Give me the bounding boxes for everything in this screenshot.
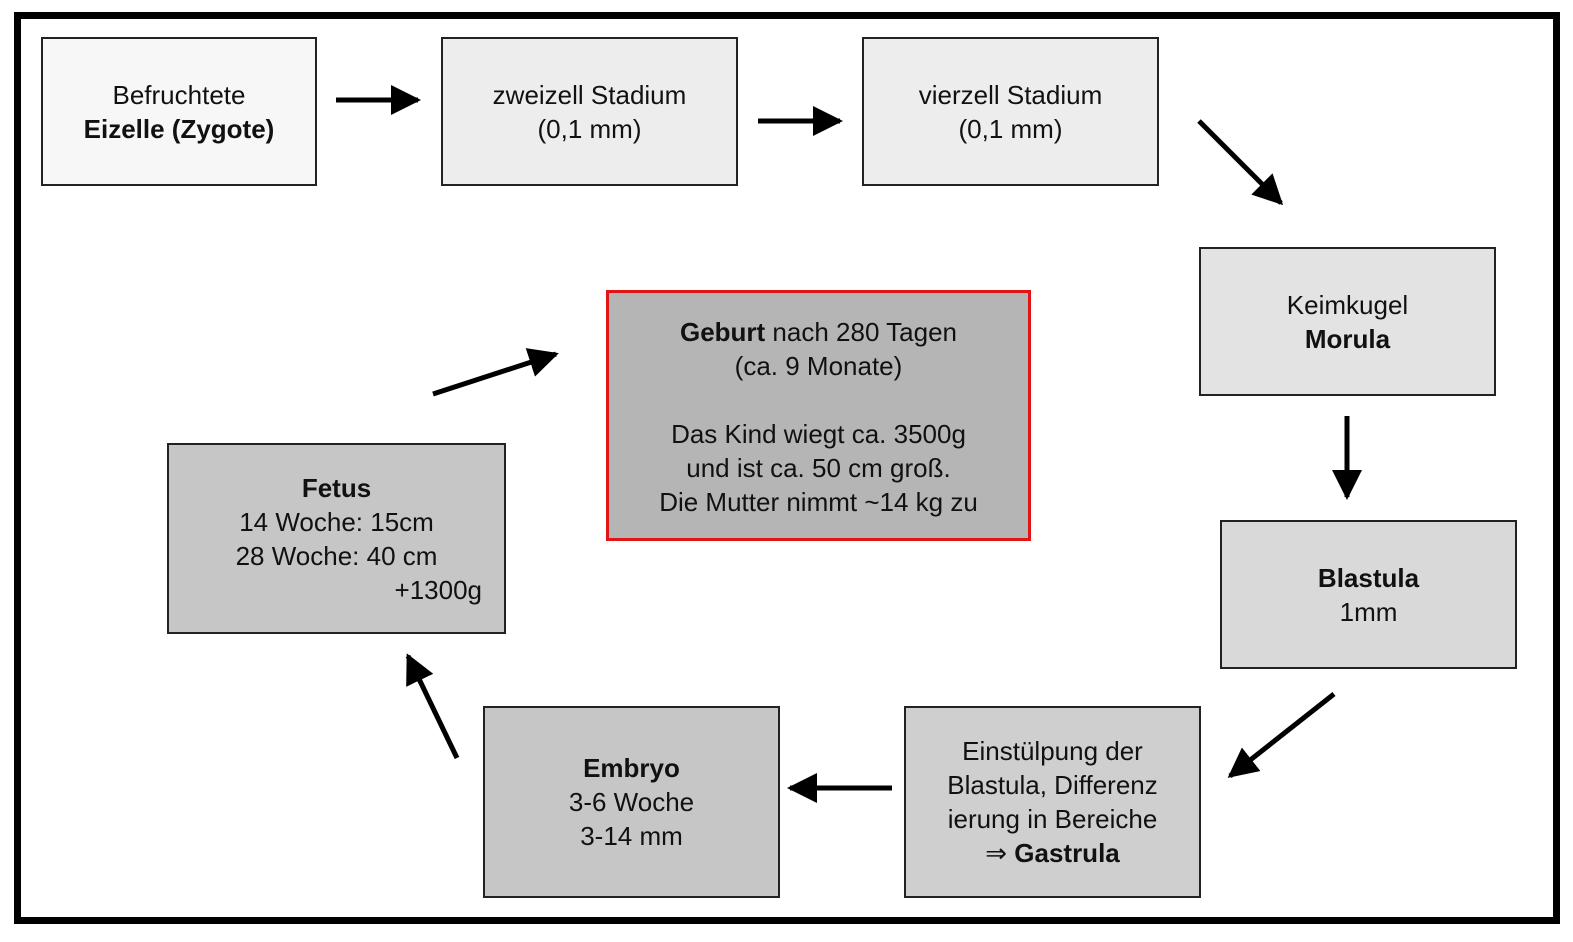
node-gastrula-line2: Blastula, Differenz: [947, 770, 1158, 800]
node-geburt-line5: Die Mutter nimmt ~14 kg zu: [659, 487, 978, 517]
node-vierzell-line1: vierzell Stadium: [918, 79, 1103, 110]
node-embryo: Embryo 3-6 Woche 3-14 mm: [483, 706, 780, 898]
node-zygote: Befruchtete Eizelle (Zygote): [41, 37, 317, 186]
node-morula-line2: Morula: [1304, 323, 1391, 354]
node-gastrula-line3: ierung in Bereiche: [947, 804, 1158, 834]
node-fetus-line1: Fetus: [301, 472, 372, 503]
diagram-frame: [14, 12, 1560, 924]
node-fetus-line4: +1300g: [394, 574, 482, 605]
node-zygote-line1: Befruchtete: [112, 79, 246, 110]
arrow-vier-to-morula: [1197, 119, 1284, 206]
node-gastrula-line4: ⇒ Gastrula: [985, 836, 1120, 870]
node-blastula: Blastula 1mm: [1220, 520, 1517, 669]
node-embryo-line1: Embryo: [583, 753, 680, 783]
node-fetus: Fetus 14 Woche: 15cm 28 Woche: 40 cm +13…: [167, 443, 506, 634]
node-fetus-line2: 14 Woche: 15cm: [239, 506, 434, 537]
node-morula-line1: Keimkugel: [1286, 289, 1409, 320]
node-zygote-line2: Eizelle (Zygote): [83, 113, 275, 144]
node-zweizell-line1: zweizell Stadium: [492, 79, 687, 110]
node-zweizell-line2: (0,1 mm): [537, 113, 642, 144]
node-embryo-line2: 3-6 Woche: [568, 787, 695, 817]
node-geburt-title-rest: nach 280 Tagen: [765, 317, 958, 347]
node-geburt-title: Geburt: [679, 317, 766, 347]
node-vierzell-line2: (0,1 mm): [958, 113, 1063, 144]
node-blastula-line1: Blastula: [1317, 562, 1420, 593]
arrow-embryo-to-fetus: [405, 653, 460, 760]
node-gastrula: Einstülpung der Blastula, Differenz ieru…: [904, 706, 1201, 898]
node-geburt: Geburt nach 280 Tagen (ca. 9 Monate) Das…: [606, 290, 1031, 541]
node-geburt-line1: Geburt nach 280 Tagen: [680, 315, 957, 349]
node-fetus-line3: 28 Woche: 40 cm: [235, 540, 438, 571]
node-zweizell: zweizell Stadium (0,1 mm): [441, 37, 738, 186]
node-geburt-line3: Das Kind wiegt ca. 3500g: [671, 419, 966, 449]
node-morula: Keimkugel Morula: [1199, 247, 1496, 396]
node-embryo-line3: 3-14 mm: [580, 821, 683, 851]
node-blastula-line2: 1mm: [1339, 596, 1398, 627]
node-geburt-line4: und ist ca. 50 cm groß.: [686, 453, 951, 483]
node-geburt-line2: (ca. 9 Monate): [734, 351, 903, 381]
arrow-blastula-to-gastrula: [1227, 692, 1336, 778]
node-gastrula-term: Gastrula: [1014, 838, 1120, 868]
arrow-fetus-to-geburt: [432, 348, 559, 397]
node-gastrula-line1: Einstülpung der: [962, 736, 1143, 766]
node-vierzell: vierzell Stadium (0,1 mm): [862, 37, 1159, 186]
implies-arrow-icon: ⇒: [985, 838, 1008, 868]
